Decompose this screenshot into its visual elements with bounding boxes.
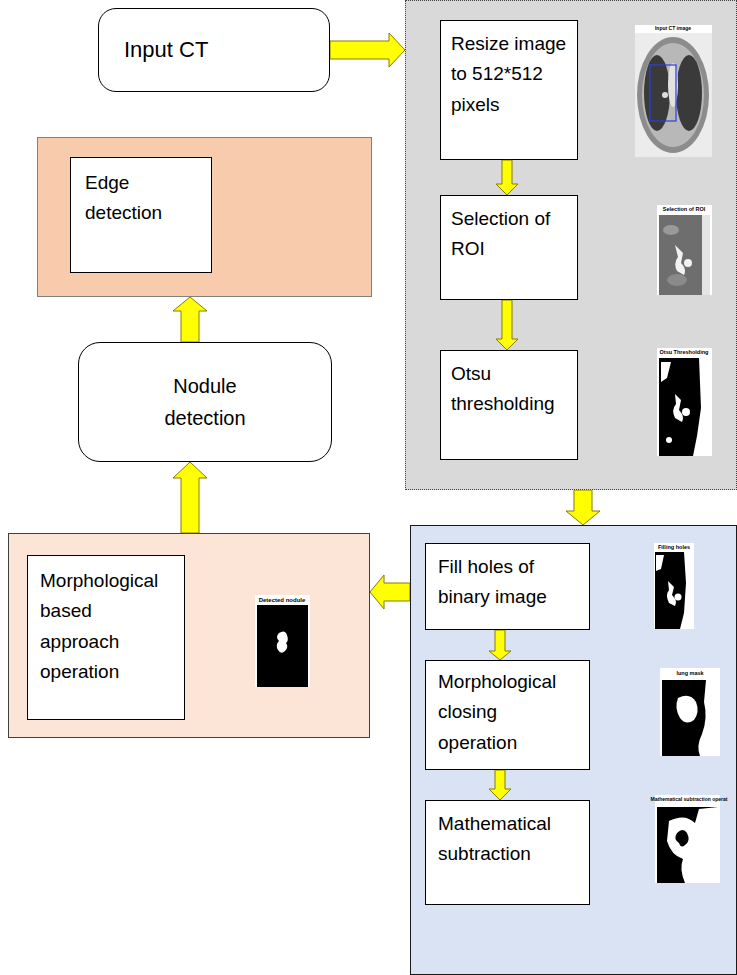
process-box: Resize image to 512*512 pixels: [440, 20, 578, 160]
box-text: Input CT: [124, 32, 315, 67]
block-arrow: [489, 630, 511, 660]
morphology-panel: Fill holes of binary imageMorphological …: [410, 525, 737, 975]
lung-mask-thumbnail: [660, 668, 720, 756]
otsu-thumbnail: [657, 348, 712, 456]
process-box: Otsu thresholding: [440, 350, 578, 460]
box-text: Selection of ROI: [451, 204, 567, 265]
image-title: Otsu Thresholding: [660, 349, 709, 355]
preprocess-panel: Resize image to 512*512 pixelsSelection …: [405, 0, 737, 490]
ct-thumbnail: [635, 25, 712, 157]
process-box: Morphological based approach operation: [27, 555, 185, 720]
block-arrow: [566, 490, 600, 525]
box-text: Edge detection: [85, 168, 197, 229]
block-arrow: [370, 575, 410, 609]
process-box: Edge detection: [70, 157, 212, 273]
nodule-thumbnail: [255, 595, 310, 687]
image-title: Selection of ROI: [663, 206, 705, 212]
box-text: Mathematical subtraction: [438, 809, 577, 870]
box-text: Fill holes of binary image: [438, 552, 577, 613]
filled-thumbnail: [654, 543, 694, 629]
block-arrow: [496, 160, 518, 195]
box-text: Morphological closing operation: [438, 667, 577, 758]
detection-panel: Morphological based approach operation De…: [8, 533, 370, 738]
process-box: Selection of ROI: [440, 195, 578, 300]
image-title: Input CT image: [655, 26, 691, 32]
roi-thumbnail: [657, 205, 712, 295]
process-box: Fill holes of binary image: [425, 543, 590, 630]
process-box: Mathematical subtraction: [425, 800, 590, 905]
box-text: Otsu thresholding: [451, 359, 567, 420]
edge-panel: Edge detection: [37, 137, 372, 297]
image-title: Mathematical subtraction operat: [651, 797, 728, 803]
terminal-box: Nodule detection: [78, 342, 332, 462]
block-arrow: [173, 462, 207, 533]
box-text: Morphological based approach operation: [40, 566, 172, 688]
block-arrow: [330, 33, 405, 67]
terminal-box: Input CT: [98, 8, 330, 92]
block-arrow: [496, 300, 518, 350]
subtraction-thumbnail: [655, 795, 720, 883]
block-arrow: [489, 770, 511, 800]
image-title: lung mask: [676, 670, 703, 676]
block-arrow: [173, 297, 207, 342]
box-text: Nodule detection: [140, 370, 270, 434]
process-box: Morphological closing operation: [425, 660, 590, 770]
image-title: Detected nodule: [259, 597, 306, 604]
box-text: Resize image to 512*512 pixels: [451, 29, 567, 120]
image-title: Filling holes: [658, 544, 690, 550]
